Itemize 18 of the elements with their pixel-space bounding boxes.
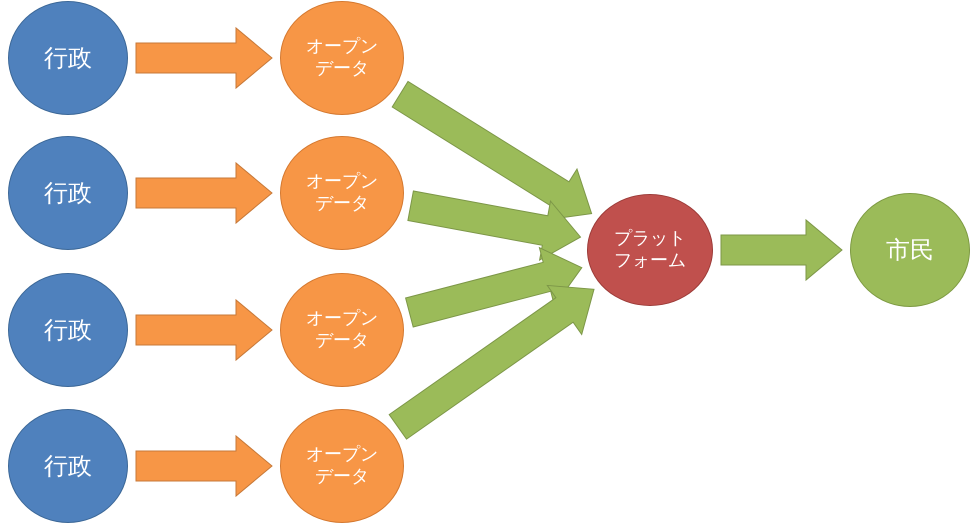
circle-node: 行政: [8, 136, 128, 250]
block-arrow: [136, 434, 273, 498]
circle-node: オープンデータ: [280, 273, 404, 387]
circle-node: 行政: [8, 273, 128, 387]
circle-node: 行政: [8, 1, 128, 115]
block-arrow: [136, 162, 273, 224]
circle-node: プラットフォーム: [587, 194, 713, 306]
circle-node: オープンデータ: [280, 1, 404, 115]
circle-node: オープンデータ: [280, 409, 404, 523]
block-arrow: [136, 26, 273, 90]
block-arrow: [136, 298, 273, 362]
block-arrow: [720, 218, 843, 282]
circle-node: 行政: [8, 409, 128, 523]
circle-node: オープンデータ: [280, 136, 404, 250]
block-arrow: [407, 190, 582, 262]
block-arrow: [404, 246, 583, 328]
block-arrow: [388, 284, 595, 440]
circle-node: 市民: [850, 193, 970, 307]
